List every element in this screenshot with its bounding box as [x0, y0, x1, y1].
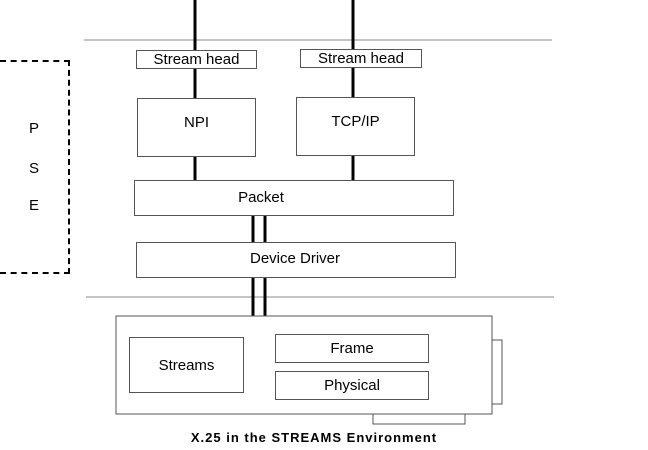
frame-box: Frame — [275, 334, 429, 363]
figure-caption: X.25 in the STREAMS Environment — [190, 430, 438, 445]
pse-letter-e: E — [28, 197, 39, 214]
tcpip-label: TCP/IP — [331, 113, 380, 130]
stream-head-right-label: Stream head — [318, 50, 404, 67]
board-edge-connector — [372, 413, 466, 425]
packet-label: Packet — [238, 188, 284, 206]
npi-label: NPI — [183, 114, 209, 131]
pse-box — [0, 60, 70, 274]
pse-letter-s: S — [28, 160, 39, 177]
physical-box: Physical — [275, 371, 429, 400]
physical-label: Physical — [324, 377, 380, 394]
stream-head-left: Stream head — [136, 50, 257, 69]
packet-box: Packet — [134, 180, 454, 216]
device-driver-box: Device Driver — [136, 242, 456, 278]
stream-head-right: Stream head — [300, 49, 422, 68]
npi-box: NPI — [137, 98, 256, 157]
tcpip-box: TCP/IP — [296, 97, 415, 156]
stream-head-left-label: Stream head — [153, 51, 240, 68]
streams-label: Streams — [158, 356, 215, 374]
pse-letter-p: P — [28, 120, 39, 137]
device-driver-label: Device Driver — [249, 249, 340, 267]
board-side-tab — [491, 339, 503, 405]
frame-label: Frame — [330, 340, 374, 357]
streams-box: Streams — [129, 337, 244, 393]
